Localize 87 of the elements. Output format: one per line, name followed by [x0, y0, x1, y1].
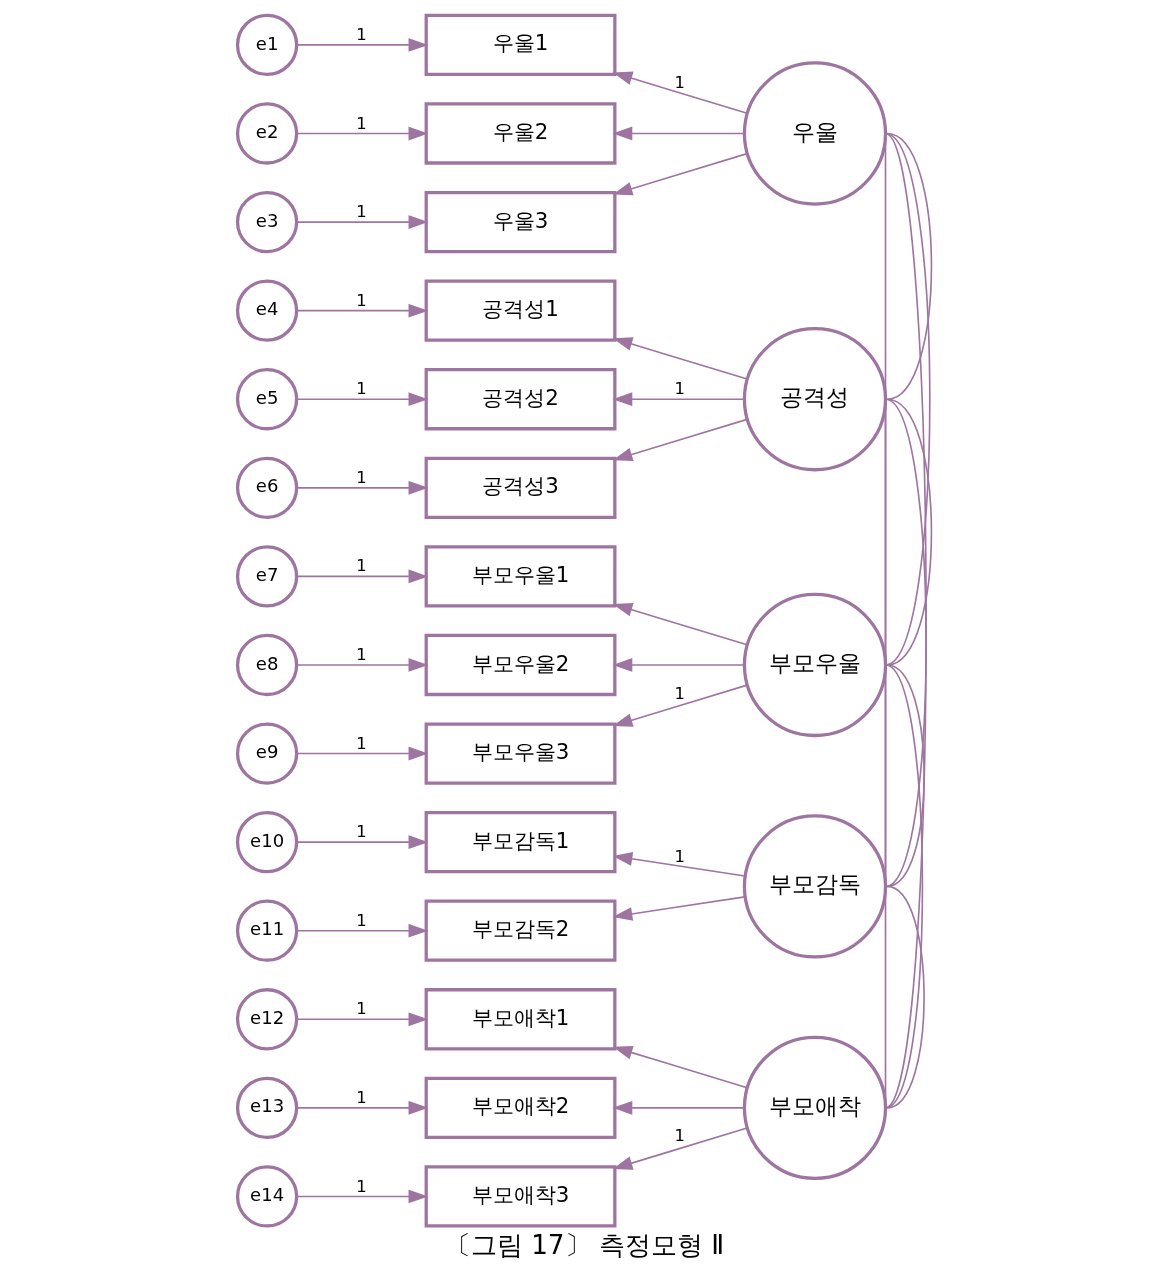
arrow [612, 152, 748, 196]
arrow [612, 1100, 746, 1115]
node-circle: e3 [235, 190, 299, 254]
node-box: 부모애착2 [424, 1076, 617, 1140]
arrow [296, 1189, 429, 1204]
edge-label: 1 [356, 467, 367, 487]
connector [886, 132, 933, 401]
arrow [296, 303, 429, 318]
connector [884, 132, 927, 1109]
node-circle: e6 [235, 456, 299, 519]
edge-label: 1 [356, 645, 367, 665]
node-circle: 부모감독 [742, 814, 888, 959]
node-box: 공격성3 [424, 456, 617, 519]
connector [886, 885, 925, 1109]
edge-label: 1 [356, 556, 367, 576]
arrow [296, 746, 429, 761]
arrow [296, 392, 429, 407]
edge-label: 1 [674, 379, 685, 399]
arrow [612, 126, 746, 141]
node-circle: 부모우울 [742, 592, 888, 738]
node-circle: e7 [235, 545, 299, 608]
edge-label: 1 [356, 24, 367, 44]
node-circle: e2 [235, 102, 299, 165]
arrow [612, 337, 748, 380]
arrow [612, 1045, 748, 1089]
edge-label: 1 [356, 1087, 367, 1107]
edge-label: 1 [356, 733, 367, 753]
node-circle: e14 [235, 1165, 299, 1228]
connector [884, 132, 931, 666]
arrow [296, 569, 429, 584]
node-box: 부모우울2 [424, 633, 617, 697]
arrow [296, 658, 429, 672]
node-box: 부모애착3 [424, 1165, 617, 1228]
edge-label: 1 [356, 910, 367, 930]
arrow [296, 923, 429, 938]
edge-label: 1 [356, 113, 367, 133]
node-box: 부모우울3 [424, 722, 617, 785]
edge-label: 1 [356, 202, 367, 222]
arrow [296, 835, 429, 850]
node-box: 부모애착1 [424, 988, 617, 1051]
node-circle: 공격성 [742, 327, 888, 472]
node-box: 공격성2 [424, 368, 617, 431]
connector [886, 664, 925, 888]
arrow [296, 480, 429, 495]
arrow [296, 1012, 429, 1027]
node-circle: e9 [235, 722, 299, 785]
node-circle: 우울 [742, 61, 888, 206]
edge-label: 1 [356, 822, 367, 842]
arrow [612, 896, 746, 921]
node-circle: e11 [235, 899, 299, 962]
node-circle: e8 [235, 633, 299, 697]
arrow [296, 38, 429, 52]
node-box: 부모감독2 [424, 899, 617, 962]
arrow [296, 215, 429, 229]
arrow [296, 126, 429, 141]
arrow [612, 418, 748, 462]
caption: 〔그림 17〕 측정모형 Ⅱ [444, 1229, 725, 1260]
node-circle: 부모애착 [742, 1035, 888, 1181]
node-box: 우울1 [424, 13, 617, 77]
edge-label: 1 [356, 379, 367, 399]
connector [886, 398, 933, 666]
node-circle: e10 [235, 810, 299, 874]
node-box: 우울2 [424, 102, 617, 165]
arrow [612, 392, 746, 407]
node-circle: e5 [235, 368, 299, 431]
edge-label: 1 [356, 290, 367, 310]
edge-label: 1 [674, 1125, 685, 1145]
node-box: 우울3 [424, 190, 617, 254]
arrow [612, 658, 746, 672]
node-circle: e13 [235, 1076, 299, 1140]
arrow [296, 1100, 429, 1115]
connector [884, 664, 924, 1109]
arrow [612, 71, 748, 115]
edge-label: 1 [674, 72, 685, 92]
node-circle: e12 [235, 988, 299, 1051]
node-box: 부모감독1 [424, 810, 617, 874]
arrow [612, 1127, 748, 1170]
edge-label: 1 [356, 1176, 367, 1196]
node-box: 부모우울1 [424, 545, 617, 608]
edge-label: 1 [674, 846, 685, 866]
edge-label: 1 [356, 999, 367, 1019]
node-box: 공격성1 [424, 279, 617, 342]
arrow [612, 852, 746, 877]
node-circle: e4 [235, 279, 299, 342]
edge-label: 1 [674, 684, 685, 704]
connector [884, 398, 927, 888]
node-circle: e1 [235, 13, 299, 77]
